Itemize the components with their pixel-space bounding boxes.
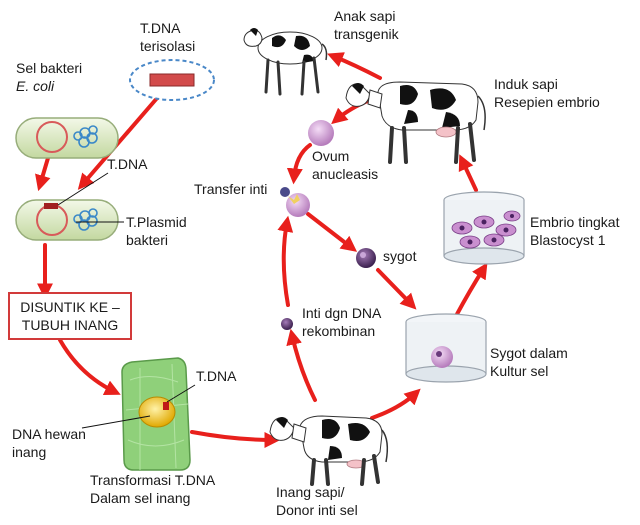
ovum — [308, 120, 334, 146]
arrow-recipient-to-calf — [327, 52, 382, 80]
inject-box: DISUNTIK KE – TUBUH INANG — [8, 292, 132, 340]
label-recipient-1: Induk sapi — [494, 76, 558, 92]
arrow-nucleus-up — [277, 215, 294, 307]
label-host-dna-2: inang — [12, 444, 47, 460]
blastocyst-dish — [443, 191, 525, 265]
label-embryo-2: Blastocyst 1 — [530, 232, 606, 248]
label-donor-1: Inang sapi/ — [276, 484, 345, 500]
arrow-donor-to-nucleus — [286, 328, 317, 402]
zygote-culture-dish — [405, 313, 487, 383]
arrow-inject-to-host — [58, 338, 121, 395]
label-tdna-host: T.DNA — [196, 368, 237, 384]
label-ovum-2: anucleasis — [312, 166, 379, 182]
label-plasmid-2: bakteri — [126, 232, 169, 248]
label-host-dna-1: DNA hewan — [12, 426, 86, 442]
isolated-tdna — [129, 59, 215, 101]
process-arrows — [35, 52, 488, 448]
donor-cow — [269, 415, 389, 486]
label-nuclear-transfer: Transfer inti — [194, 181, 268, 197]
label-nucleus-dna-2: rekombinan — [302, 323, 376, 339]
inject-line-1: DISUNTIK KE – — [20, 299, 120, 315]
label-transform-2: Dalam sel inang — [90, 490, 191, 506]
label-tdna-bacteria: T.DNA — [107, 156, 148, 172]
label-ovum-1: Ovum — [312, 148, 350, 164]
host-cell — [81, 357, 196, 471]
arrow-tdna-to-bacteria — [77, 95, 160, 190]
label-zygote: sygot — [383, 248, 417, 264]
arrow-culture-to-embryo — [454, 262, 488, 318]
transgenic-calf — [243, 28, 328, 96]
label-tdna-isolated-1: T.DNA — [140, 20, 181, 36]
inject-line-2: TUBUH INANG — [21, 317, 119, 333]
label-zygote-culture-2: Kultur sel — [490, 363, 549, 379]
label-calf-1: Anak sapi — [334, 8, 396, 24]
bacteria-cell — [15, 117, 119, 159]
arrow-to-zygote — [306, 212, 358, 252]
label-embryo-1: Embrio tingkat — [530, 214, 620, 230]
label-zygote-culture-1: Sygot dalam — [490, 345, 568, 361]
label-recipient-2: Resepien embrio — [494, 94, 600, 110]
zygote — [356, 248, 376, 268]
label-calf-2: transgenik — [334, 26, 399, 42]
bacteria-with-plasmid — [15, 172, 124, 241]
arrow-zygote-to-culture — [376, 268, 417, 310]
arrow-donor-to-culture — [370, 388, 421, 420]
recipient-cow — [345, 81, 486, 164]
label-transform-1: Transformasi T.DNA — [90, 472, 216, 488]
arrow-bacteria-down — [35, 156, 51, 192]
label-bacteria-cell-1: Sel bakteri — [16, 60, 83, 76]
label-donor-2: Donor inti sel — [276, 502, 358, 518]
arrow-embryo-to-recipient — [458, 154, 478, 192]
label-plasmid-1: T.Plasmid — [126, 214, 187, 230]
arrow-ovum-to-transfer — [286, 143, 312, 185]
nuclear-transfer-cells — [280, 187, 310, 217]
label-bacteria-cell-2: E. coli — [16, 78, 55, 94]
label-tdna-isolated-2: terisolasi — [140, 38, 196, 54]
arrow-host-to-donor — [190, 430, 281, 448]
recombinant-nucleus — [281, 318, 293, 330]
label-nucleus-dna-1: Inti dgn DNA — [302, 305, 382, 321]
